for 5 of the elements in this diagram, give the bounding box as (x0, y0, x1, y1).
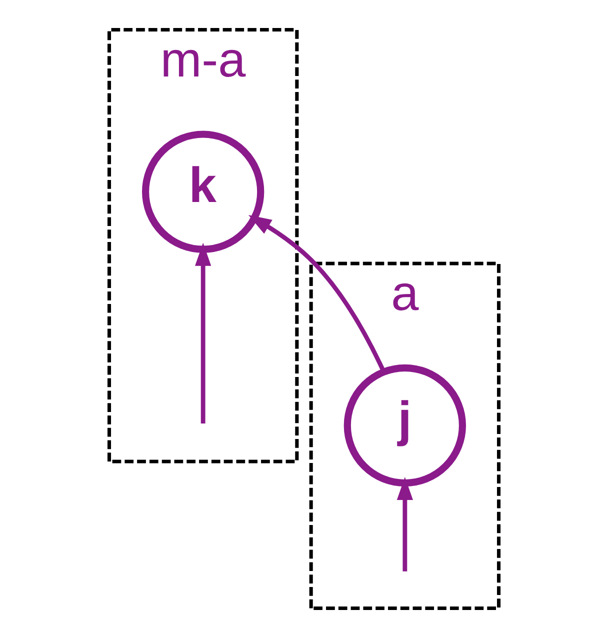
node-circle: k (142, 130, 264, 253)
arrow (195, 242, 212, 424)
arrow (396, 476, 413, 572)
arrow (248, 214, 386, 373)
node-circle: j (344, 364, 466, 487)
